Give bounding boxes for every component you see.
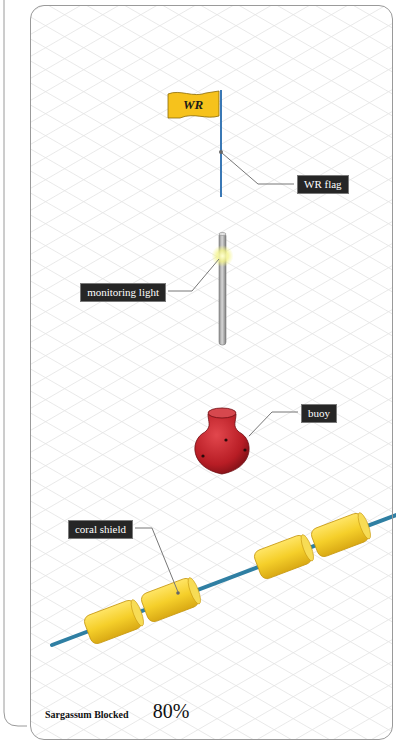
flag-pole — [220, 90, 222, 197]
flag: WR — [166, 89, 220, 121]
part-name: WR flag — [304, 178, 342, 191]
leader-line — [249, 412, 298, 436]
buoy-body — [195, 414, 249, 474]
light-pole-top — [219, 233, 226, 236]
leader-line — [222, 153, 294, 184]
float — [139, 575, 203, 623]
metric-label: Sargassum Blocked — [45, 709, 129, 720]
iso-grid — [30, 5, 393, 740]
float — [82, 597, 146, 645]
buoy-bolt — [224, 438, 227, 441]
part-label: buoy — [301, 404, 337, 423]
neighbour-panel-edge — [4, 0, 27, 726]
buoy-bolt — [201, 454, 204, 457]
float — [309, 510, 373, 558]
panel: Sargassum Blocked 80% WR WR flag monitoring … — [30, 5, 393, 740]
part-name: buoy — [308, 407, 330, 420]
buoy-top — [208, 408, 236, 418]
leader-line — [168, 259, 219, 291]
buoy-bolt — [243, 448, 246, 451]
part-label: coral shield — [68, 520, 133, 539]
part-name: monitoring light — [87, 286, 159, 299]
metric-value: 80% — [153, 700, 190, 723]
part-name: coral shield — [75, 523, 126, 536]
leader-line — [135, 528, 178, 592]
part-label: WR flag — [297, 175, 349, 194]
part-label: monitoring light — [80, 283, 166, 302]
flag-text: WR — [183, 97, 203, 114]
float — [252, 532, 316, 580]
